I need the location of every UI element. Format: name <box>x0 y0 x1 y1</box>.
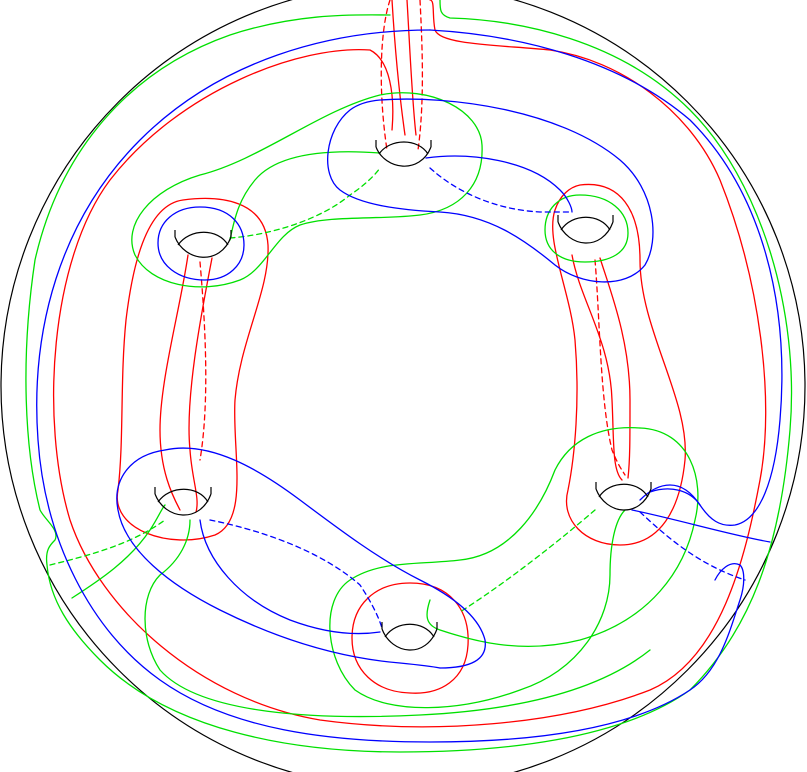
red-outer-loop <box>52 0 767 728</box>
hole-lower-right <box>595 482 652 511</box>
hole-upper-right <box>557 215 614 244</box>
red-left-inner-2 <box>188 257 213 513</box>
red-right-dashed <box>594 259 626 476</box>
blue-lower-left-inner <box>199 519 381 635</box>
blue-lower-right-strand <box>631 509 771 543</box>
red-left-dashed <box>199 261 207 461</box>
blue-lower-right-strand-2 <box>649 488 701 506</box>
green-lower-right-loop <box>426 427 699 647</box>
green-top-upper-left <box>131 92 483 288</box>
green-top-inner-arc <box>229 151 381 241</box>
blue-lower-left-loop-2 <box>116 449 441 669</box>
green-lower-left-strand-1 <box>71 504 166 599</box>
blue-top-upper-right <box>327 98 654 283</box>
red-left-band <box>116 197 269 541</box>
blue-outer-loop <box>429 29 783 526</box>
hole-top <box>375 140 432 167</box>
hole-upper-left <box>174 230 232 258</box>
green-outer-loop <box>25 0 793 753</box>
red-top-strand-1 <box>391 0 406 136</box>
green-lower-left-dashed <box>49 519 166 566</box>
red-right-inner-2 <box>599 257 631 479</box>
holes <box>154 140 652 651</box>
blue-lower-right-dashed <box>639 511 746 581</box>
hole-lower-left <box>154 487 212 516</box>
blue-top-dashed <box>429 167 573 213</box>
red-top-dashed-2 <box>417 0 424 151</box>
blue-top-inner <box>425 155 573 213</box>
red-right-band <box>552 183 686 546</box>
blue-outer-loop-left <box>36 29 745 743</box>
green-lower-right-arc <box>329 426 641 709</box>
blue-curves <box>36 29 783 743</box>
blue-lower-left-dashed <box>209 519 383 629</box>
blue-lower-left-loop <box>164 447 486 669</box>
green-upper-right-ring <box>544 194 629 263</box>
hole-bottom <box>381 622 438 651</box>
red-top-strand-2 <box>406 0 417 136</box>
green-lower-left-strand-2 <box>144 519 651 718</box>
green-upper-left-dashed <box>229 167 381 239</box>
red-top-dashed-1 <box>380 0 391 151</box>
green-curves <box>25 0 793 753</box>
green-lower-right-dashed <box>459 509 596 613</box>
blue-upper-left-ring <box>157 206 245 281</box>
red-curves <box>52 0 767 728</box>
red-bottom-ring <box>351 582 469 694</box>
red-right-inner-1 <box>571 254 623 481</box>
red-left-inner-1 <box>159 254 189 511</box>
